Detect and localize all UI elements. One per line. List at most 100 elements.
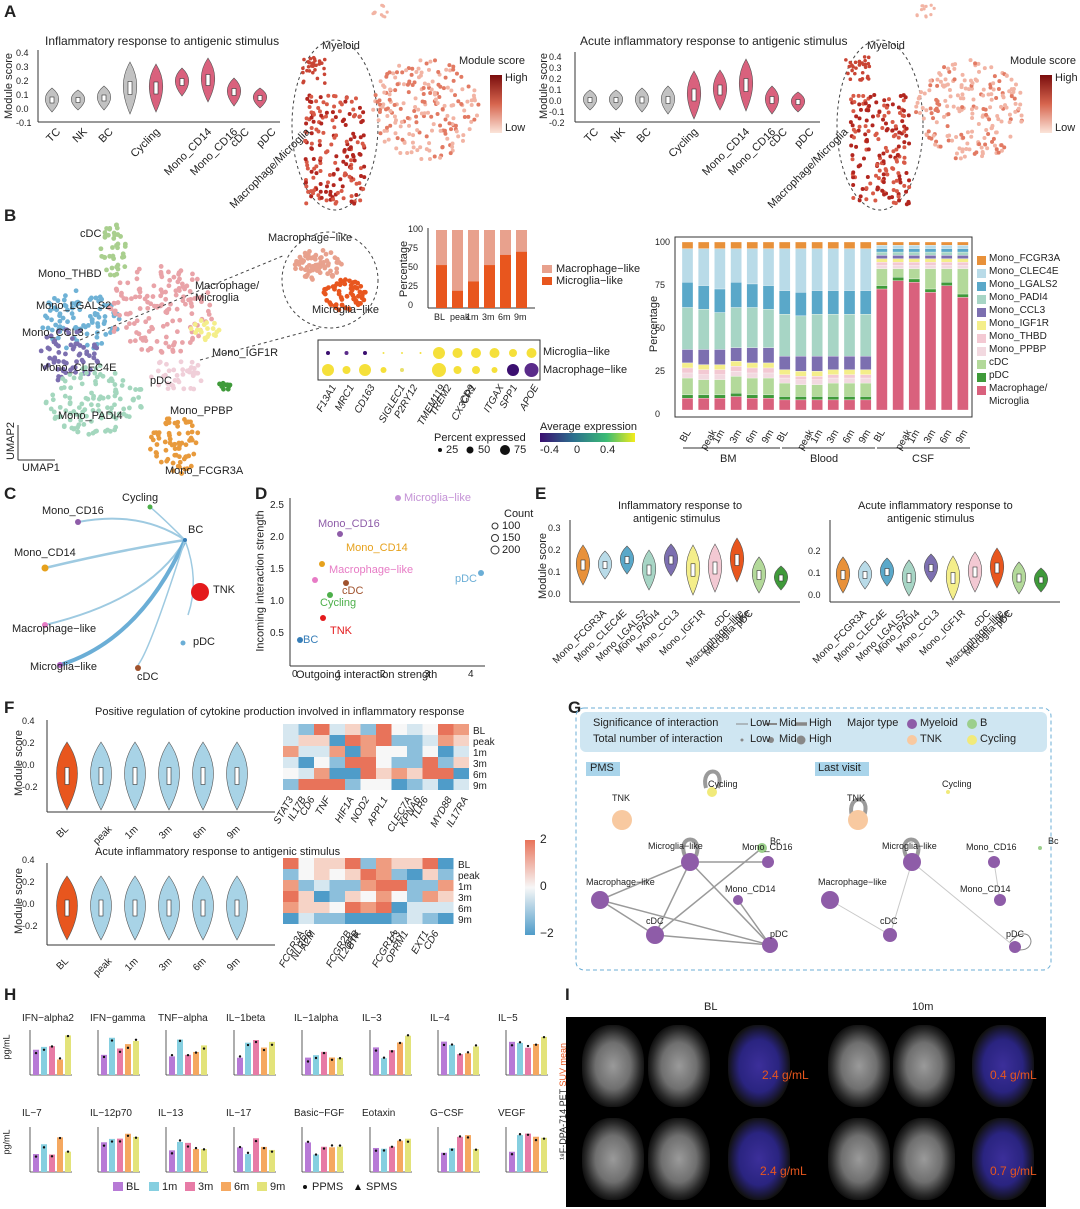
d-point xyxy=(337,531,343,537)
umap-point xyxy=(176,431,182,437)
f-heat-cell xyxy=(438,746,454,757)
h-dot xyxy=(238,1145,242,1149)
umap-point xyxy=(966,87,971,92)
f-heat-cell xyxy=(298,735,314,746)
umap-point xyxy=(361,133,366,138)
umap-point xyxy=(324,110,329,115)
umap-point xyxy=(438,128,443,133)
umap-point xyxy=(130,397,136,403)
g-left-node-label: Mono_CD14 xyxy=(725,884,776,894)
g-edge xyxy=(654,847,763,936)
umap-point xyxy=(1001,95,1006,100)
f-heat-cell xyxy=(360,858,376,869)
umap-point xyxy=(117,280,123,286)
umap-point xyxy=(47,308,53,313)
f-heat-cell xyxy=(283,869,299,880)
brain-scan-image xyxy=(828,1118,890,1200)
umap-point xyxy=(462,114,467,119)
h-dot xyxy=(170,1053,174,1057)
umap-point xyxy=(52,416,58,421)
umap-point xyxy=(387,92,392,97)
umap-point xyxy=(380,104,385,109)
h-bar xyxy=(65,1151,71,1172)
stack-seg xyxy=(892,255,904,259)
umap-point xyxy=(424,134,429,139)
umap-point xyxy=(880,126,885,131)
h-dot xyxy=(110,1140,114,1143)
umap-point xyxy=(303,157,308,162)
stack-legend-swatch xyxy=(977,269,986,278)
umap-point xyxy=(885,172,890,177)
umap-point xyxy=(210,326,216,331)
g-left-tag: PMS xyxy=(590,762,614,774)
umap-point xyxy=(326,180,331,185)
b-pe-75: 75 xyxy=(514,444,527,456)
stack-seg xyxy=(957,297,969,411)
umap-point xyxy=(988,85,993,90)
d-point-label: Macrophage−like xyxy=(329,564,414,576)
h-title-row2: VEGF xyxy=(498,1108,526,1119)
umap-point xyxy=(893,124,898,129)
d-point xyxy=(327,592,333,598)
h-dot xyxy=(322,1051,326,1055)
f-heat-cell xyxy=(329,880,345,891)
umap-point xyxy=(112,309,117,315)
pct-bar-micro xyxy=(500,254,511,308)
umap-point xyxy=(996,117,1001,122)
umap-point xyxy=(174,306,180,312)
umap-point xyxy=(969,134,974,139)
stack-seg xyxy=(681,398,694,411)
b-stack-legend-label: Mono_PADI4 xyxy=(989,292,1048,303)
panel-letter-i: I xyxy=(565,985,570,1004)
umap-point xyxy=(362,164,367,169)
umap-point xyxy=(159,274,165,280)
umap-point xyxy=(107,410,113,416)
f-heat-cell xyxy=(345,746,361,757)
umap-point xyxy=(850,157,855,162)
i-value-3: 2.4 g/mL xyxy=(760,1164,807,1178)
umap-point xyxy=(306,60,310,64)
h-dot xyxy=(518,1041,522,1044)
h-dot xyxy=(50,1155,54,1158)
b-stack-ytick: 25 xyxy=(655,366,666,376)
umap-point xyxy=(903,95,908,100)
h-bar xyxy=(193,1149,199,1172)
umap-point xyxy=(185,430,191,436)
umap-point xyxy=(877,110,882,115)
h-dot xyxy=(262,1146,266,1150)
f-heat-cell xyxy=(438,902,454,913)
stack-seg xyxy=(908,241,920,246)
h-ylabel-2: pg/mL xyxy=(1,1129,12,1155)
umap-point xyxy=(163,447,169,453)
umap-point xyxy=(146,329,152,334)
umap-point xyxy=(181,294,186,300)
umap-point xyxy=(476,102,481,107)
umap-point xyxy=(195,362,201,368)
umap-point xyxy=(307,99,312,104)
umap-point xyxy=(124,325,129,330)
umap-point xyxy=(55,343,61,349)
h-legend-label: 6m xyxy=(234,1181,250,1193)
b-ae-t1: -0.4 xyxy=(540,444,559,456)
umap-point xyxy=(893,201,898,206)
umap-point xyxy=(472,88,477,93)
e-left-violin-box xyxy=(602,561,608,569)
umap-point xyxy=(416,66,421,71)
umap-point xyxy=(398,151,403,156)
umap-point xyxy=(864,197,869,202)
h-bar xyxy=(305,1057,311,1075)
umap-point xyxy=(79,381,85,387)
umap-point xyxy=(318,181,323,186)
umap-point xyxy=(979,145,984,150)
umap-point xyxy=(428,91,433,96)
umap-point xyxy=(347,111,352,116)
umap-point xyxy=(89,317,95,323)
umap-point xyxy=(190,335,195,341)
f-heat-cell xyxy=(360,757,376,768)
e-right-ytick: 0.0 xyxy=(808,590,821,600)
h-bar xyxy=(337,1146,343,1172)
umap-point xyxy=(873,198,878,203)
stack-seg xyxy=(941,268,953,283)
e-right-violin-box xyxy=(950,572,956,584)
umap-point xyxy=(419,111,424,116)
